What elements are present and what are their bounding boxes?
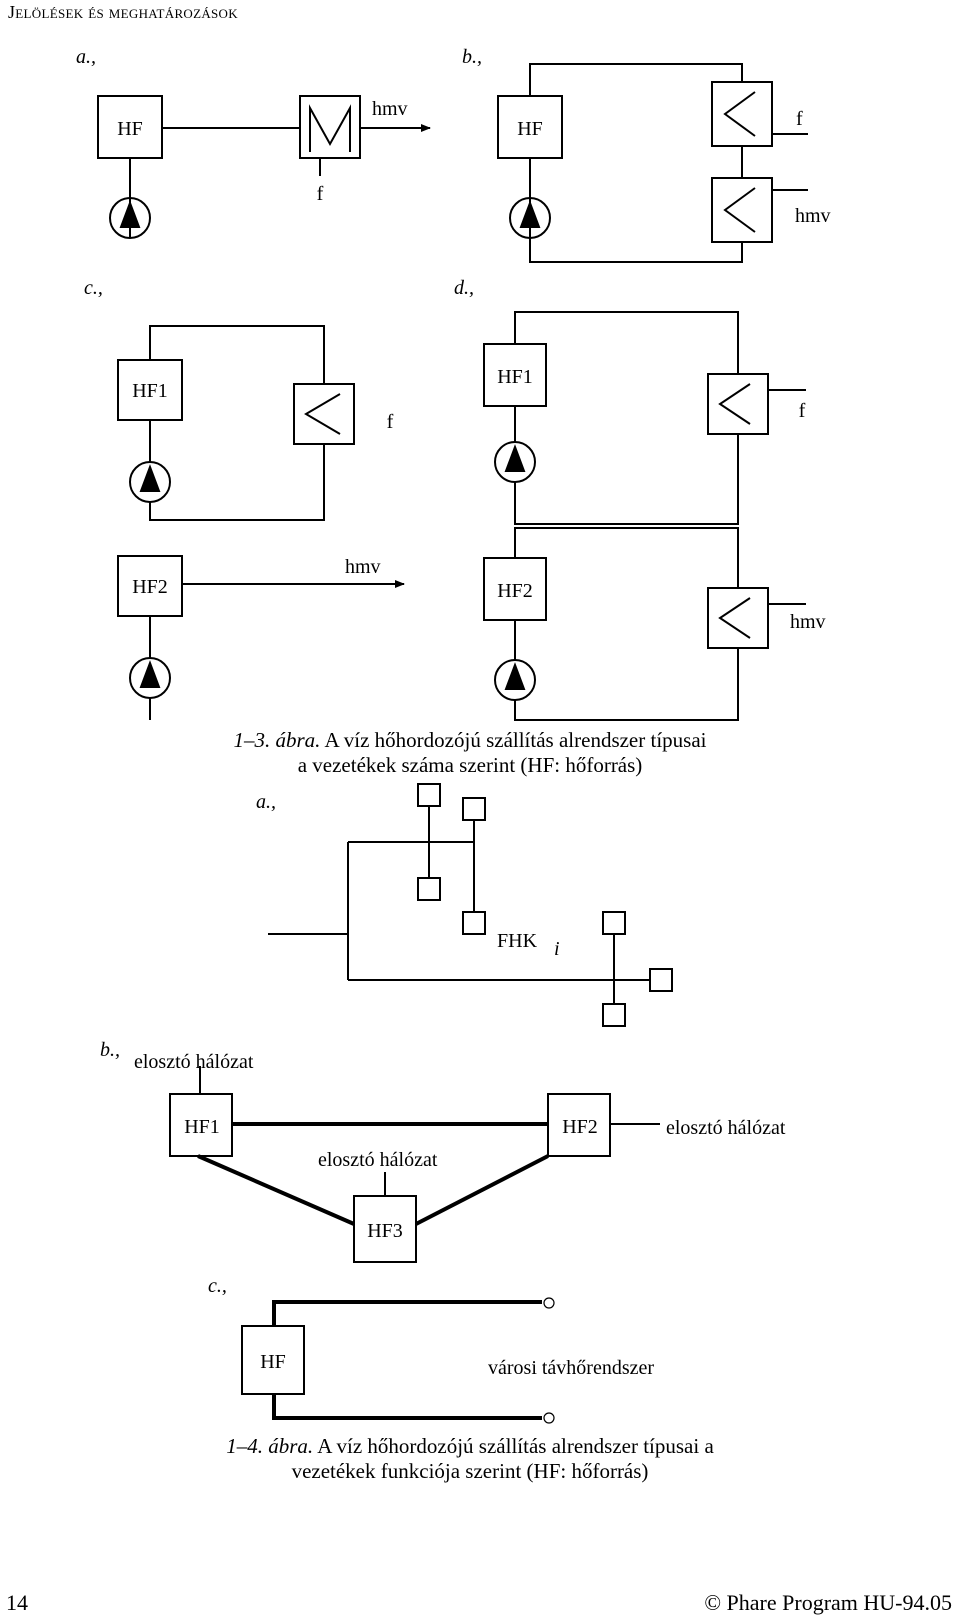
fig14-a-diagram — [268, 783, 673, 1027]
fig14-label-b: b., — [100, 1039, 120, 1061]
fig13-b-diagram — [497, 63, 808, 263]
running-header: Jelölések és meghatározások — [8, 2, 238, 22]
fig13-label-d: d., — [454, 277, 474, 299]
caption-text-line1: A víz hőhordozójú szállítás alrendszer t… — [324, 728, 707, 752]
heat-exchanger-box — [707, 587, 769, 649]
pump-icon — [509, 197, 551, 239]
heat-source-2-label: HF2 — [132, 576, 168, 598]
heat-source-1-label: HF1 — [132, 380, 168, 402]
consumer-box — [602, 911, 626, 935]
open-end-icon — [543, 1297, 555, 1309]
fig14-b-diagram — [169, 1066, 660, 1263]
consumer-box — [417, 877, 441, 901]
fig13-d-diagram — [483, 311, 806, 721]
copyright-notice: © Phare Program HU-94.05 — [704, 1590, 952, 1615]
f-label: f — [796, 108, 803, 130]
network-label: elosztó hálózat — [318, 1149, 438, 1171]
fig14-c-diagram — [241, 1297, 555, 1424]
heat-exchanger-box — [707, 373, 769, 435]
fig13-label-a: a., — [76, 46, 96, 68]
heat-exchanger-coil — [718, 597, 751, 639]
heat-source-label: HF — [260, 1351, 286, 1373]
caption-number: 1–3. ábra. — [233, 728, 321, 752]
heat-exchanger-coil — [309, 104, 351, 152]
fig13-a-diagram — [97, 95, 431, 239]
pump-icon — [129, 461, 171, 503]
heat-exchanger-box — [711, 81, 773, 147]
consumer-subscript: i — [554, 938, 560, 960]
pump-icon — [109, 197, 151, 239]
fig13-label-c: c., — [84, 277, 103, 299]
f-label: f — [799, 400, 806, 422]
hmv-label: hmv — [790, 611, 826, 633]
fig14-label-c: c., — [208, 1275, 227, 1297]
pump-arrow-icon — [139, 660, 161, 688]
f-label: f — [387, 411, 394, 433]
consumer-box — [602, 1003, 626, 1027]
hmv-label: hmv — [345, 556, 381, 578]
caption-text-line2: vezetékek funkciója szerint (HF: hőforrá… — [291, 1459, 649, 1483]
caption-fig13: 1–3. ábra. A víz hőhordozójú szállítás a… — [180, 728, 760, 778]
fig13-c-diagram — [117, 325, 405, 720]
pump-icon — [494, 659, 536, 701]
heat-source-label: HF — [117, 118, 143, 140]
hmv-label: hmv — [372, 98, 408, 120]
fig14-label-a: a., — [256, 791, 276, 813]
heat-source-label: HF — [517, 118, 543, 140]
pump-arrow-icon — [119, 200, 141, 228]
heat-exchanger-coil — [718, 383, 751, 425]
network-label: elosztó hálózat — [666, 1117, 786, 1139]
consumer-label: FHK — [497, 930, 538, 952]
heat-exchanger-box — [711, 177, 773, 243]
heat-source-1-label: HF1 — [497, 366, 533, 388]
pump-arrow-icon — [504, 662, 526, 690]
consumer-box — [417, 783, 441, 807]
district-heating-label: városi távhőrendszer — [488, 1357, 654, 1379]
heat-source-1-label: HF1 — [184, 1116, 220, 1138]
consumer-box — [462, 797, 486, 821]
heat-source-2-label: HF2 — [497, 580, 533, 602]
pump-icon — [129, 657, 171, 699]
heat-source-2-label: HF2 — [562, 1116, 598, 1138]
heat-exchanger-box — [293, 383, 355, 445]
heat-exchanger-coil — [723, 91, 756, 137]
fig13-label-b: b., — [462, 46, 482, 68]
hmv-label: hmv — [795, 205, 831, 227]
f-label: f — [317, 183, 324, 205]
heat-source-3-label: HF3 — [367, 1220, 403, 1242]
pump-arrow-icon — [519, 200, 541, 228]
open-end-icon — [543, 1412, 555, 1424]
heat-exchanger-coil — [304, 393, 341, 435]
caption-text-line1: A víz hőhordozójú szállítás alrendszer t… — [317, 1434, 714, 1458]
caption-text-line2: a vezetékek száma szerint (HF: hőforrás) — [297, 753, 643, 777]
pump-arrow-icon — [504, 444, 526, 472]
consumer-box — [462, 911, 486, 935]
pump-arrow-icon — [139, 464, 161, 492]
heat-exchanger-coil — [723, 187, 756, 233]
consumer-box — [649, 968, 673, 992]
pump-icon — [494, 441, 536, 483]
network-label: elosztó hálózat — [134, 1051, 254, 1073]
caption-number: 1–4. ábra. — [226, 1434, 314, 1458]
page-number: 14 — [6, 1590, 28, 1615]
caption-fig14: 1–4. ábra. A víz hőhordozójú szállítás a… — [160, 1434, 780, 1484]
